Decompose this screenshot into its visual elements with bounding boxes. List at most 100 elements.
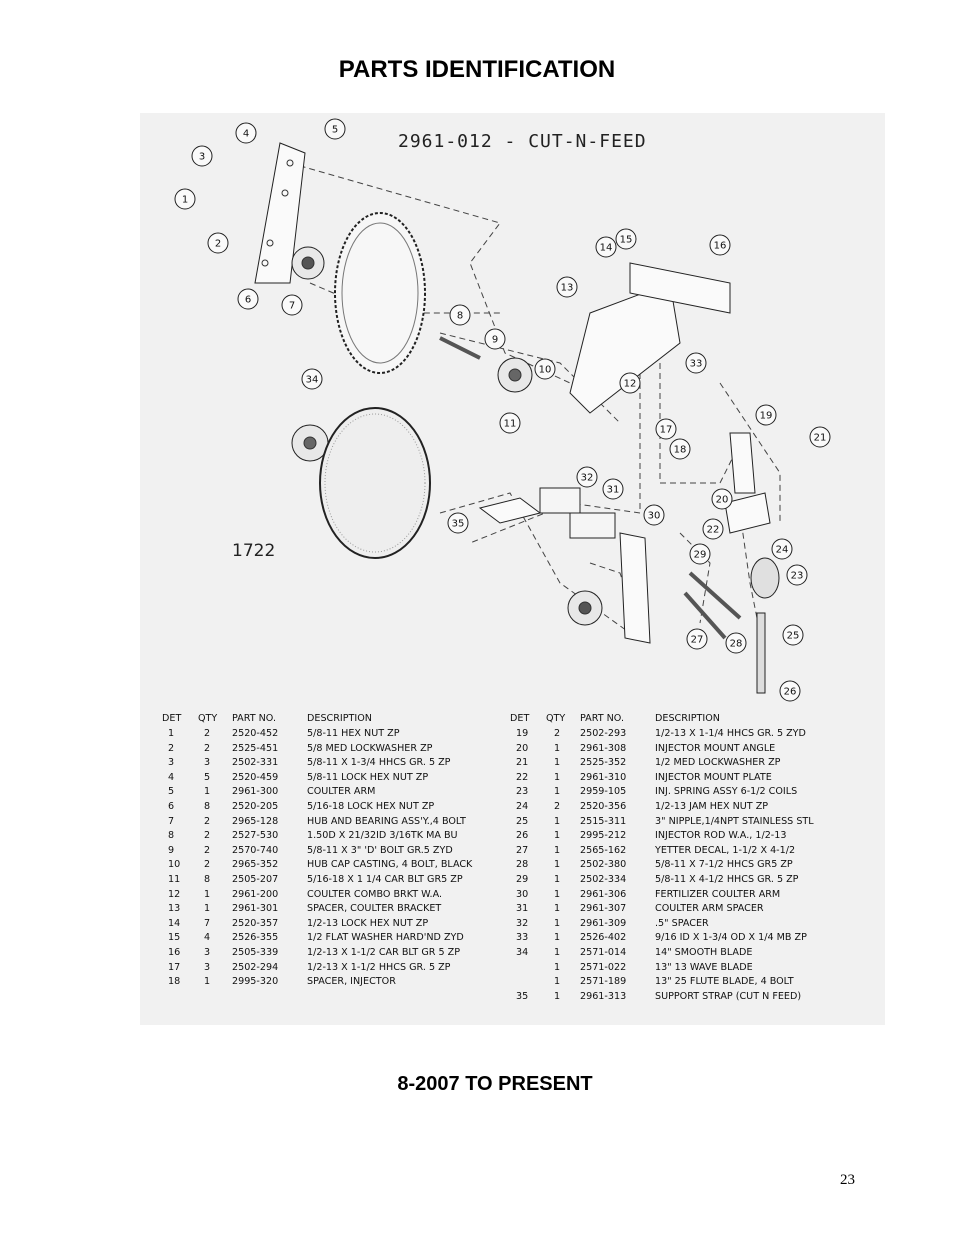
cell-det: 14 (168, 917, 181, 929)
svg-text:25: 25 (787, 631, 800, 642)
svg-text:32: 32 (581, 473, 594, 484)
callout-16: 16 (709, 234, 731, 256)
cell-det: 24 (516, 801, 529, 812)
cell-qty: 1 (204, 888, 211, 900)
cell-det: 2 (168, 742, 175, 754)
cell-desc: .5" SPACER (655, 917, 709, 929)
svg-text:13: 13 (561, 283, 574, 294)
svg-text:8: 8 (457, 311, 463, 322)
callout-20: 20 (711, 488, 733, 510)
callout-13: 13 (556, 276, 578, 298)
cell-part: 2515-311 (580, 815, 627, 827)
cell-desc: SUPPORT STRAP (CUT N FEED) (655, 990, 802, 1002)
svg-text:10: 10 (539, 365, 552, 376)
cell-det: 25 (516, 815, 529, 827)
cell-qty: 2 (204, 728, 211, 739)
cell-det: 27 (516, 844, 529, 856)
cell-det: 8 (168, 830, 175, 842)
svg-text:22: 22 (707, 525, 720, 536)
page-number: 23 (840, 1172, 855, 1188)
cell-det: 9 (168, 844, 175, 856)
callout-4: 4 (235, 122, 257, 144)
callout-8: 8 (449, 304, 471, 326)
cell-qty: 1 (554, 742, 561, 754)
cell-desc: 1/2 MED LOCKWASHER ZP (655, 757, 781, 769)
cell-desc: HUB AND BEARING ASS'Y.,4 BOLT (307, 815, 466, 827)
callout-26: 26 (779, 680, 801, 702)
cell-qty: 3 (204, 947, 211, 958)
page-title: PARTS IDENTIFICATION (338, 56, 616, 83)
svg-text:29: 29 (694, 550, 707, 561)
cell-det: 16 (168, 947, 181, 958)
svg-text:21: 21 (814, 433, 827, 444)
cell-desc: INJ. SPRING ASSY 6-1/2 COILS (655, 786, 798, 798)
svg-text:26: 26 (784, 687, 797, 698)
callout-31: 31 (602, 478, 624, 500)
callout-9: 9 (484, 328, 506, 350)
cell-qty: 2 (204, 844, 211, 856)
cell-qty: 2 (204, 815, 211, 827)
diagram-title: 2961-012 - CUT-N-FEED (398, 131, 647, 152)
cell-det: 1 (168, 728, 175, 739)
cell-qty: 1 (554, 903, 561, 915)
cell-qty: 2 (204, 830, 211, 842)
cell-part: 2526-402 (580, 932, 627, 944)
svg-text:18: 18 (674, 445, 687, 456)
callout-27: 27 (686, 628, 708, 650)
cell-part: 2505-207 (232, 874, 279, 885)
header-part: PART NO. (232, 713, 276, 724)
cell-qty: 4 (204, 932, 211, 944)
cell-det: 21 (516, 757, 529, 769)
svg-text:19: 19 (760, 411, 773, 422)
header-part: PART NO. (580, 713, 624, 724)
cell-desc: 14" SMOOTH BLADE (655, 947, 753, 958)
callout-21: 21 (809, 426, 831, 448)
cell-det: 28 (516, 859, 529, 871)
header-qty: QTY (546, 713, 566, 724)
cell-desc: 1/2-13 X 1-1/2 HHCS GR. 5 ZP (307, 961, 451, 973)
cell-desc: 13" 13 WAVE BLADE (655, 961, 753, 973)
cell-qty: 1 (554, 859, 561, 871)
cell-det: 19 (516, 728, 529, 739)
cell-part: 2995-320 (232, 976, 279, 988)
cell-part: 2505-339 (232, 947, 279, 958)
cell-qty: 1 (554, 990, 561, 1002)
cell-qty: 1 (554, 888, 561, 900)
cell-desc: 1.50D X 21/32ID 3/16TK MA BU (307, 830, 458, 842)
cell-qty: 1 (554, 947, 561, 958)
cell-desc: 5/8-11 LOCK HEX NUT ZP (307, 771, 429, 783)
cell-det: 26 (516, 830, 529, 842)
callout-3: 3 (191, 145, 213, 167)
callout-12: 12 (619, 372, 641, 394)
svg-text:5: 5 (332, 125, 338, 136)
cell-qty: 2 (204, 859, 211, 871)
cell-qty: 3 (204, 757, 211, 769)
cell-part: 2520-356 (580, 801, 627, 812)
cell-qty: 1 (554, 976, 561, 988)
cell-desc: INJECTOR MOUNT PLATE (655, 771, 772, 783)
cell-qty: 1 (204, 976, 211, 988)
cell-part: 2571-022 (580, 961, 627, 973)
cell-qty: 1 (554, 815, 561, 827)
cell-desc: SPACER, INJECTOR (307, 976, 396, 988)
cell-det: 32 (516, 917, 529, 929)
cell-qty: 1 (554, 830, 561, 842)
svg-text:4: 4 (243, 129, 249, 140)
svg-text:33: 33 (690, 359, 703, 370)
callout-22: 22 (702, 518, 724, 540)
cell-desc: YETTER DECAL, 1-1/2 X 4-1/2 (655, 844, 796, 856)
cell-qty: 1 (554, 961, 561, 973)
callout-24: 24 (771, 538, 793, 560)
callout-1: 1 (174, 188, 196, 210)
cell-part: 2502-331 (232, 757, 279, 769)
cell-desc: 5/8-11 X 3" 'D' BOLT GR.5 ZYD (307, 844, 453, 856)
svg-text:2: 2 (215, 239, 221, 250)
cell-qty: 2 (554, 728, 561, 739)
svg-text:31: 31 (607, 485, 620, 496)
cell-desc: INJECTOR ROD W.A., 1/2-13 (655, 830, 787, 842)
cell-desc: 1/2-13 JAM HEX NUT ZP (655, 801, 769, 812)
callout-6: 6 (237, 288, 259, 310)
cell-det: 6 (168, 801, 175, 812)
